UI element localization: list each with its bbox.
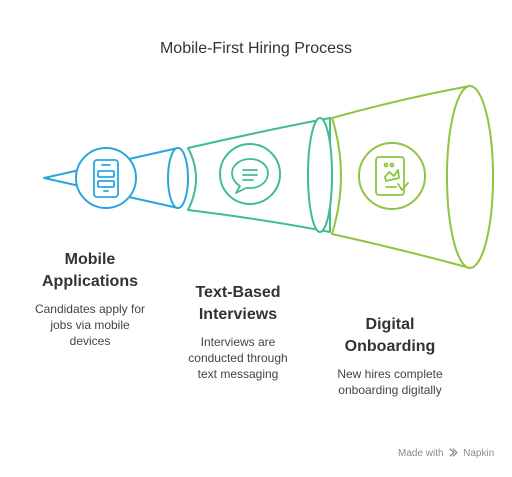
- stage-2-description-line-1: Interviews are: [200, 335, 276, 349]
- watermark-prefix: Made with: [398, 448, 444, 459]
- chat-bubble-icon: [231, 158, 269, 194]
- stage-2-description-line-3: text messaging: [197, 367, 279, 381]
- stage-3-description: New hires complete onboarding digitally: [330, 366, 450, 398]
- stage-1-description-line-1: Candidates apply for: [34, 302, 146, 316]
- stage-1-text: Mobile Applications Candidates apply for…: [30, 249, 150, 349]
- stage-2-icon-circle: [219, 143, 281, 205]
- stage-2-cone: [187, 117, 333, 233]
- stage-3-description-line-2: onboarding digitally: [338, 383, 442, 397]
- page-title: Mobile-First Hiring Process: [159, 40, 353, 57]
- stage-3-icon-circle: [358, 142, 426, 210]
- stage-1-description-line-3: devices: [69, 334, 111, 348]
- napkin-watermark[interactable]: Made with Napkin: [398, 448, 494, 459]
- napkin-logo-icon: [449, 448, 458, 457]
- stage-1-description: Candidates apply for jobs via mobile dev…: [30, 301, 150, 349]
- stage-1-cone: [43, 147, 189, 209]
- stage-2-description-line-2: conducted through: [188, 351, 288, 365]
- stage-3-heading-line-2: Onboarding: [344, 338, 436, 355]
- stage-3-description-line-1: New hires complete: [337, 367, 443, 381]
- mobile-checklist-icon: [375, 156, 409, 196]
- stage-2-text: Text-Based Interviews Interviews are con…: [183, 282, 293, 382]
- stage-1-icon-circle: [75, 147, 137, 209]
- stage-3-heading-line-1: Digital: [365, 316, 415, 333]
- stage-2-heading-line-1: Text-Based: [195, 284, 281, 301]
- stage-3-heading: Digital Onboarding: [330, 314, 450, 358]
- stage-3-cone: [331, 85, 494, 269]
- stage-1-description-line-2: jobs via mobile: [50, 318, 130, 332]
- stage-1-heading-line-1: Mobile: [64, 251, 116, 268]
- stage-2-heading-line-2: Interviews: [198, 306, 278, 323]
- stage-1-heading: Mobile Applications: [30, 249, 150, 293]
- stage-2-heading: Text-Based Interviews: [183, 282, 293, 326]
- watermark-brand: Napkin: [463, 448, 495, 459]
- stage-2-description: Interviews are conducted through text me…: [183, 334, 293, 382]
- stage-3-text: Digital Onboarding New hires complete on…: [330, 314, 450, 398]
- stage-1-heading-line-2: Applications: [41, 273, 138, 290]
- smartphone-list-icon: [93, 159, 119, 198]
